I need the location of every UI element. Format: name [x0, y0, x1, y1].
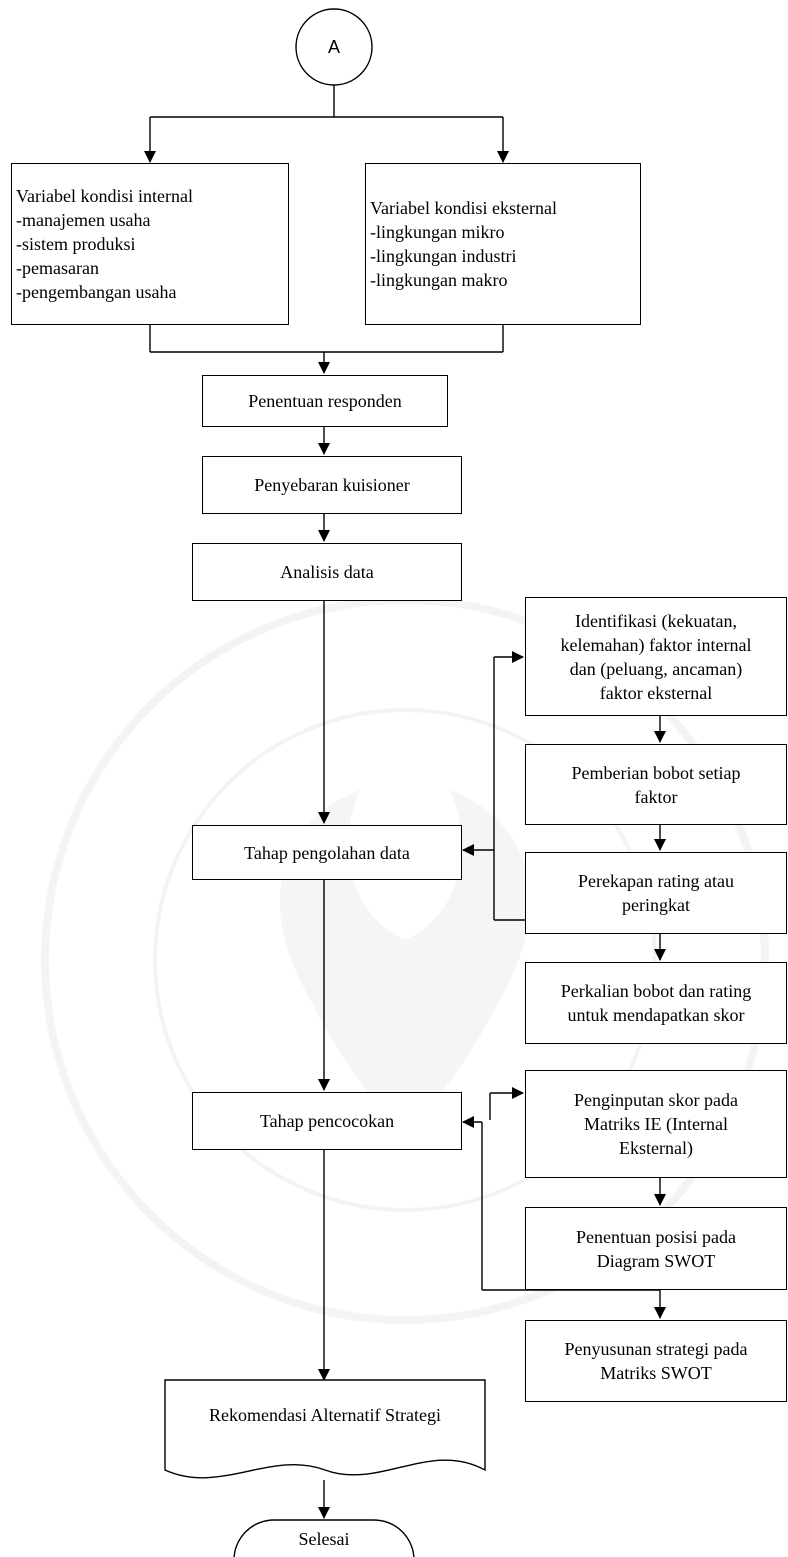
substep-perkalian-bobot-rating: Perkalian bobot dan rating untuk mendapa… [525, 962, 787, 1044]
external-item: -lingkungan makro [370, 270, 508, 290]
substep-line: Perkalian bobot dan rating [560, 981, 752, 1001]
substep-line: kelemahan) faktor internal [560, 634, 752, 655]
internal-item: -sistem produksi [16, 234, 136, 254]
substep-line: Penyusunan strategi pada [564, 1339, 748, 1359]
external-variables-box: Variabel kondisi eksternal -lingkungan m… [365, 163, 641, 325]
substep-line: Matriks SWOT [600, 1363, 712, 1383]
step-penentuan-responden: Penentuan responden [202, 375, 448, 427]
substep-penentuan-posisi-swot: Penentuan posisi pada Diagram SWOT [525, 1207, 787, 1290]
internal-variables-box: Variabel kondisi internal -manajemen usa… [11, 163, 289, 325]
substep-line: faktor eksternal [599, 682, 713, 703]
substep-penyusunan-strategi-swot: Penyusunan strategi pada Matriks SWOT [525, 1320, 787, 1402]
substep-line: peringkat [622, 895, 690, 915]
substep-line: Diagram SWOT [596, 1250, 716, 1271]
substep-perekapan-rating: Perekapan rating atau peringkat [525, 852, 787, 934]
substep-line: untuk mendapatkan skor [567, 1005, 745, 1025]
internal-item: -manajemen usaha [16, 210, 151, 230]
substep-line: Perekapan rating atau [578, 871, 734, 891]
substep-penginputan-skor-ie: Penginputan skor pada Matriks IE (Intern… [525, 1070, 787, 1178]
internal-item: -pengembangan usaha [16, 282, 177, 302]
substep-line: Penentuan posisi pada [576, 1226, 736, 1247]
substep-line: dan (peluang, ancaman) [569, 658, 743, 679]
external-item: -lingkungan industri [370, 246, 517, 266]
step-tahap-pengolahan-data: Tahap pengolahan data [192, 825, 462, 880]
substep-line: Pemberian bobot setiap [571, 762, 741, 783]
external-title: Variabel kondisi eksternal [370, 198, 557, 218]
connector-label: A [327, 37, 340, 57]
step-analisis-data: Analisis data [192, 543, 462, 601]
substep-line: Penginputan skor pada [574, 1090, 738, 1110]
internal-title: Variabel kondisi internal [16, 186, 193, 206]
rekomendasi-document-shape [164, 1379, 486, 1479]
step-selesai-label: Selesai [298, 1528, 350, 1549]
substep-line: Identifikasi (kekuatan, [575, 610, 737, 631]
selesai-terminator-shape [233, 1519, 415, 1557]
step-tahap-pencocokan: Tahap pencocokan [192, 1092, 462, 1150]
step-penyebaran-kuisioner: Penyebaran kuisioner [202, 456, 462, 514]
substep-pemberian-bobot: Pemberian bobot setiap faktor [525, 744, 787, 825]
substep-line: faktor [634, 786, 678, 807]
substep-line: Eksternal) [619, 1138, 693, 1158]
internal-item: -pemasaran [16, 258, 99, 278]
step-rekomendasi-label: Rekomendasi Alternatif Strategi [209, 1405, 441, 1425]
substep-line: Matriks IE (Internal [584, 1114, 728, 1134]
external-item: -lingkungan mikro [370, 222, 505, 242]
substep-identifikasi-faktor: Identifikasi (kekuatan, kelemahan) fakto… [525, 597, 787, 716]
